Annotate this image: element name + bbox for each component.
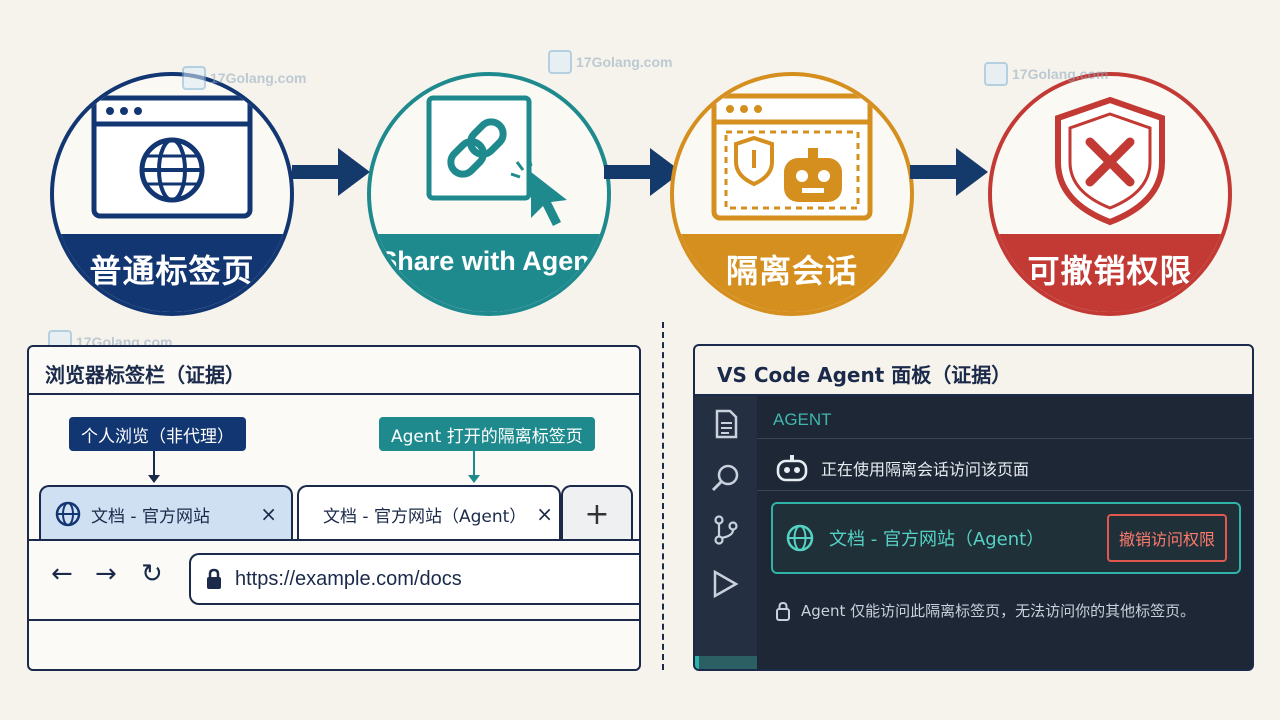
step-label: Share with Agent	[371, 234, 607, 312]
watermark: 17Golang.com	[182, 66, 306, 90]
status-text: 正在使用隔离会话访问该页面	[821, 460, 1030, 479]
callout-personal: 个人浏览（非代理）	[69, 417, 246, 451]
step-label: 普通标签页	[54, 234, 290, 312]
share-link-cursor-icon	[426, 95, 567, 226]
step-isolated-session: 隔离会话	[670, 72, 914, 316]
new-tab-button[interactable]: +	[561, 485, 633, 541]
lock-icon	[207, 568, 221, 589]
watermark: 17Golang.com	[548, 50, 672, 74]
forward-icon[interactable]: →	[95, 559, 117, 589]
agent-section-title: AGENT	[773, 410, 832, 429]
activity-bar	[695, 396, 757, 669]
browser-toolbar: ← → ↻ https://example.com/docs	[29, 539, 639, 621]
close-icon[interactable]: ×	[536, 502, 554, 526]
tab-personal[interactable]: 文档 - 官方网站 ×	[39, 485, 293, 541]
robot-icon	[776, 455, 808, 482]
callout-agent: Agent 打开的隔离标签页	[379, 417, 595, 451]
divider	[757, 490, 1252, 491]
note-text: Agent 仅能访问此隔离标签页，无法访问你的其他标签页。	[801, 602, 1196, 620]
step-revocable-permission: 可撤销权限	[988, 72, 1232, 316]
tab-label: 文档 - 官方网站	[91, 506, 210, 527]
tab-label: 文档 - 官方网站（Agent）	[323, 506, 527, 527]
divider	[757, 438, 1252, 439]
panel-title: 浏览器标签栏（证据）	[29, 347, 639, 395]
panel-title: VS Code Agent 面板（证据）	[695, 346, 1252, 396]
isolated-session-card: 文档 - 官方网站（Agent） 撤销访问权限	[771, 502, 1241, 574]
run-debug-icon[interactable]	[710, 568, 742, 600]
search-icon[interactable]	[710, 462, 742, 494]
watermark-logo-icon	[984, 62, 1008, 86]
watermark: 17Golang.com	[984, 62, 1108, 86]
step-normal-tab: 普通标签页	[50, 72, 294, 316]
close-icon[interactable]: ×	[260, 502, 277, 526]
files-icon[interactable]	[710, 408, 742, 440]
step-share-with-agent: Share with Agent	[367, 72, 611, 316]
lock-icon	[776, 601, 790, 621]
callout-pointer-head	[468, 475, 480, 483]
watermark-logo-icon	[548, 50, 572, 74]
callout-pointer-head	[148, 475, 160, 483]
url-text: https://example.com/docs	[235, 567, 462, 590]
session-status: 正在使用隔离会话访问该页面	[775, 454, 1029, 482]
flow-arrow-icon	[292, 148, 370, 196]
globe-icon	[55, 501, 81, 527]
session-tab-label: 文档 - 官方网站（Agent）	[829, 529, 1045, 550]
source-control-icon[interactable]	[710, 514, 742, 546]
watermark-logo-icon	[182, 66, 206, 90]
agent-robot-icon[interactable]	[710, 668, 742, 671]
activity-agent-active[interactable]	[695, 656, 757, 669]
address-bar[interactable]: https://example.com/docs	[189, 553, 639, 605]
globe-icon	[786, 524, 814, 552]
flow-arrow-icon	[910, 148, 988, 196]
reload-icon[interactable]: ↻	[141, 559, 163, 589]
step-label: 可撤销权限	[992, 234, 1228, 312]
plus-icon: +	[584, 496, 610, 532]
section-divider	[662, 322, 664, 670]
revoke-access-button[interactable]: 撤销访问权限	[1106, 514, 1227, 562]
isolation-note: Agent 仅能访问此隔离标签页，无法访问你的其他标签页。	[775, 600, 1195, 621]
shield-x-icon	[1055, 96, 1165, 226]
tab-agent[interactable]: 文档 - 官方网站（Agent） ×	[297, 485, 561, 541]
callout-pointer	[473, 451, 475, 479]
browser-tabbar-panel: 浏览器标签栏（证据） 个人浏览（非代理） Agent 打开的隔离标签页 文档 -…	[27, 345, 641, 671]
vscode-agent-panel: VS Code Agent 面板（证据） AGENT	[693, 344, 1254, 671]
step-label: 隔离会话	[674, 234, 910, 312]
callout-pointer	[153, 451, 155, 479]
sandbox-robot-icon	[711, 93, 873, 221]
back-icon[interactable]: ←	[51, 559, 73, 589]
browser-globe-icon	[91, 95, 253, 219]
flow-arrow-icon	[604, 148, 682, 196]
